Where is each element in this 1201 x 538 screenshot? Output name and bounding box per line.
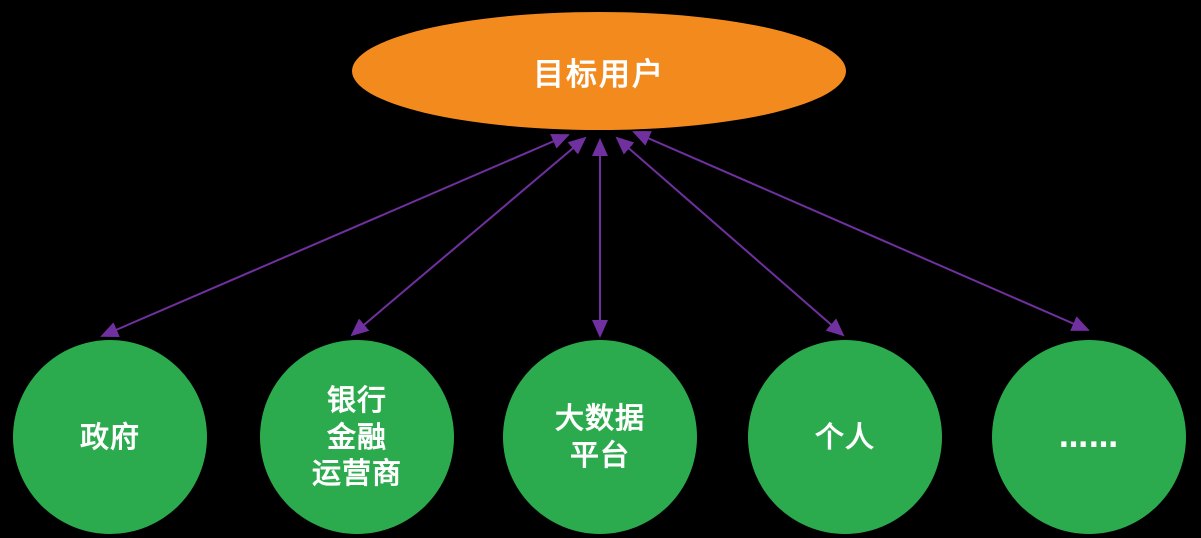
connector-root-ellipsis [632, 131, 1090, 331]
node-label-line: 平台 [569, 438, 630, 472]
connector-root-government [100, 133, 570, 338]
node-label-line: 政府 [79, 419, 140, 454]
node-individual: 个人 [748, 340, 942, 534]
node-big-data-platform: 大数据 平台 [503, 340, 697, 534]
node-ellipsis: …… [992, 340, 1186, 534]
node-label-line: 运营商 [311, 456, 402, 491]
node-label-line: 银行 [326, 383, 387, 418]
root-node-target-users: 目标用户 [352, 12, 846, 130]
node-label-line: 个人 [814, 419, 875, 454]
node-label-line: 金融 [326, 419, 387, 454]
node-label-line: 大数据 [554, 401, 645, 436]
root-node-label: 目标用户 [533, 56, 665, 93]
connector-root-bank-finance-operator [350, 136, 587, 337]
connector-root-individual [615, 136, 845, 337]
node-government: 政府 [13, 340, 207, 534]
node-bank-finance-operator: 银行 金融 运营商 [260, 340, 454, 534]
node-label-line: …… [1059, 419, 1119, 454]
